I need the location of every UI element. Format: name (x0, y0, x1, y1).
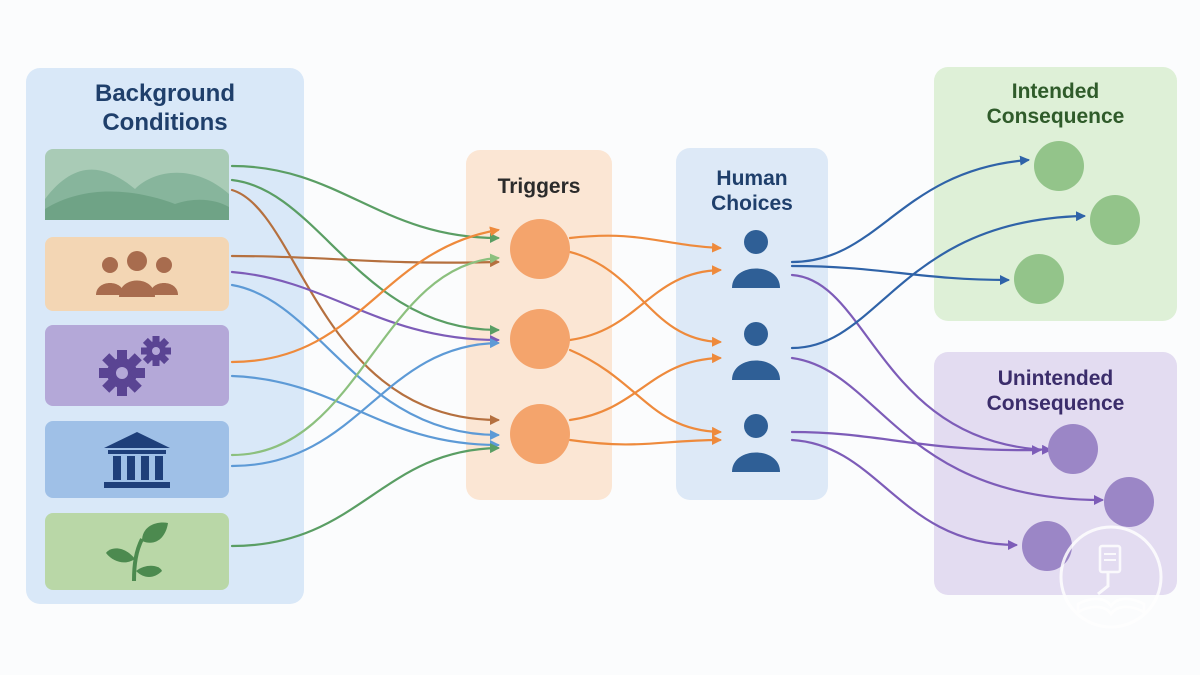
arrow-landscape-to-trigger-3 (230, 188, 500, 425)
arrow-human1-to-intended3 (790, 264, 1010, 285)
unintended-node-1 (1048, 424, 1098, 474)
triggers-title: Triggers (497, 175, 581, 198)
trigger-node-3 (510, 404, 570, 464)
arrow-trigger1-to-human1 (568, 234, 722, 253)
arrow-human2-to-intended2 (790, 211, 1086, 350)
person-icon-2 (732, 322, 780, 380)
intended-title-line2: Consequence (986, 105, 1125, 129)
arrow-gears-to-trigger-2 (230, 374, 500, 450)
arrow-human3-to-unintended3 (790, 438, 1018, 550)
trigger-node-1 (510, 219, 570, 279)
arrow-institution-to-trigger-2 (230, 338, 500, 468)
human-choices-title: Human Choices (676, 166, 828, 216)
arrow-human2-to-unintended2 (790, 356, 1104, 505)
watermark-logo-icon (1059, 525, 1163, 629)
arrow-gears-to-trigger-1 (230, 226, 500, 364)
arrow-people-to-trigger-2 (230, 270, 500, 345)
people-group-icon (96, 251, 178, 297)
intended-node-2 (1090, 195, 1140, 245)
background-title-line1: Background (94, 80, 235, 107)
background-conditions-title: Background Conditions (26, 80, 304, 138)
landscape-card (45, 149, 229, 220)
institution-building-icon (104, 431, 170, 488)
gears-card (45, 325, 229, 406)
gears-icon (99, 335, 171, 396)
arrow-landscape-to-trigger-1 (230, 164, 500, 243)
human-title-line2: Choices (711, 192, 793, 216)
arrow-trigger3-to-human2 (568, 353, 722, 422)
intended-consequence-title: Intended Consequence (934, 79, 1177, 129)
people-card (45, 237, 229, 311)
arrow-human1-to-intended1 (790, 155, 1030, 264)
arrow-human3-to-unintended1 (790, 430, 1042, 456)
arrow-trigger1-to-human2 (568, 250, 722, 347)
trigger-node-2 (510, 309, 570, 369)
arrow-trigger3-to-human3 (568, 435, 722, 446)
arrow-plant-to-trigger (230, 443, 500, 548)
intended-title-line1: Intended (1011, 80, 1100, 103)
plant-card (45, 513, 229, 590)
unintended-title-line1: Unintended (997, 367, 1114, 390)
intended-node-1 (1034, 141, 1084, 191)
arrow-people-to-trigger-1 (230, 254, 500, 268)
unintended-consequence-title: Unintended Consequence (934, 366, 1177, 416)
arrow-people-to-trigger-3 (230, 283, 500, 440)
plant-sprout-icon (106, 522, 168, 582)
arrow-trigger2-to-human1 (568, 265, 722, 342)
landscape-icon (45, 169, 229, 220)
human-title-line1: Human (716, 167, 788, 190)
arrow-trigger2-to-human3 (568, 348, 722, 437)
arrow-human1-to-unintended1 (790, 273, 1052, 455)
arrow-institution-to-trigger-1 (230, 253, 500, 457)
unintended-title-line2: Consequence (986, 392, 1125, 416)
person-icon-1 (732, 230, 780, 288)
person-icon-3 (732, 414, 780, 472)
intended-node-3 (1014, 254, 1064, 304)
institution-card (45, 421, 229, 498)
unintended-node-2 (1104, 477, 1154, 527)
background-title-line2: Conditions (102, 108, 228, 136)
